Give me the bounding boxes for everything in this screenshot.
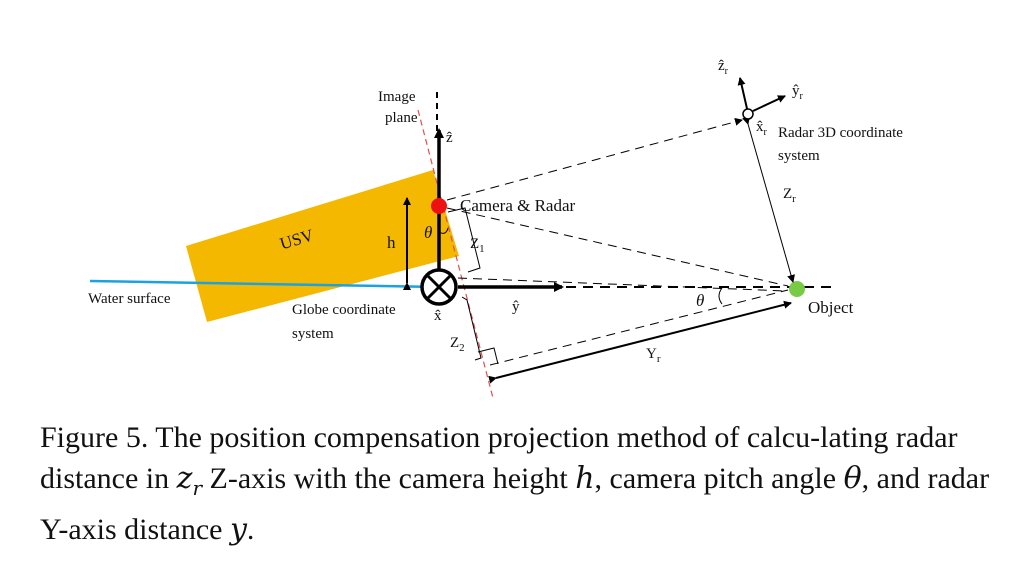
radar-system-label-2: system	[778, 148, 820, 164]
zr-label: Zr	[783, 186, 796, 205]
theta-object-label: θ	[696, 291, 704, 310]
z2-object-ray	[457, 277, 787, 292]
yr-label: Yr	[646, 346, 661, 365]
image-plane-label-2: plane	[385, 110, 418, 126]
caption-end: .	[246, 513, 255, 546]
object-dot	[789, 281, 805, 297]
caption-zr-var: zr	[176, 461, 203, 500]
yr-distance-arrow	[488, 300, 792, 384]
theta-camera-label: θ	[424, 223, 432, 242]
camera-radar-dot	[431, 198, 447, 214]
radar-z-hat-label: ẑr	[718, 58, 729, 77]
caption-mid-2: , camera pitch angle	[594, 462, 844, 495]
figure-caption: Figure 5. The position compensation proj…	[40, 417, 990, 550]
caption-prefix: Figure 5. The position compensation proj…	[40, 421, 958, 495]
caption-mid-1: Z-axis with the camera height	[202, 462, 576, 495]
usv-hull	[186, 170, 459, 322]
x-hat-label: x̂	[434, 308, 442, 324]
theta-object-arc	[718, 287, 723, 305]
radar-x-hat-label: x̂r	[756, 119, 768, 138]
image-plane-label-1: Image	[378, 89, 416, 105]
camera-radar-label: Camera & Radar	[460, 196, 576, 215]
water-surface-line	[89, 279, 439, 289]
height-label: h	[387, 233, 396, 252]
caption-y-var: y	[229, 512, 247, 547]
caption-theta-var: θ	[843, 461, 862, 496]
radar-y-axis	[752, 95, 786, 112]
radar-origin-icon	[742, 108, 754, 120]
z2-label: Z2	[450, 335, 465, 354]
z1-label: Z1	[470, 236, 485, 255]
globe-system-label-1: Globe coordinate	[292, 302, 396, 318]
position-compensation-diagram: USV Water surface Image plane ẑ h θ Came…	[88, 58, 903, 399]
origin-object-ray	[489, 289, 789, 366]
z-hat-label: ẑ	[446, 130, 453, 146]
caption-mid-3: , and radar Y-axis distance	[40, 462, 990, 546]
z2-bracket	[461, 296, 482, 361]
globe-system-label-2: system	[292, 326, 334, 342]
z1-bracket	[447, 207, 481, 273]
camera-radar-ray	[446, 117, 743, 201]
y-hat-label: ŷ	[512, 299, 520, 315]
water-surface-label: Water surface	[88, 291, 171, 307]
theta-camera-arc	[438, 227, 449, 234]
globe-origin-cross-2	[425, 273, 453, 301]
zr-distance-line	[742, 116, 795, 283]
caption-h-var: h	[575, 461, 595, 496]
object-label: Object	[808, 298, 854, 317]
radar-y-hat-label: ŷr	[792, 83, 804, 102]
radar-system-label-1: Radar 3D coordinate	[778, 125, 903, 141]
camera-object-ray	[446, 207, 789, 287]
radar-z-axis	[737, 77, 749, 114]
